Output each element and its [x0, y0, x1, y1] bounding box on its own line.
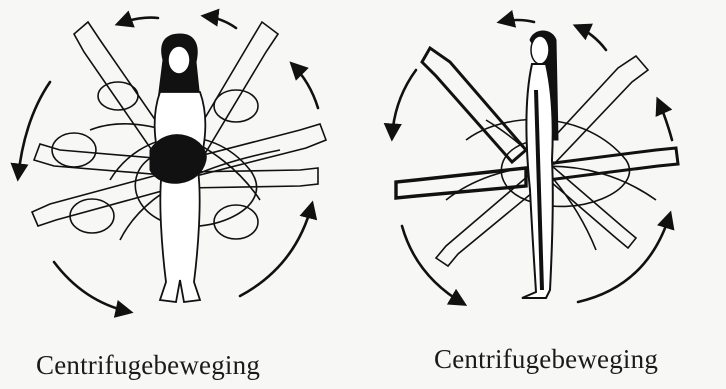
- figure-caption-right: Centrifugebeweging: [434, 344, 658, 375]
- leg-shape: [422, 48, 526, 162]
- rotation-arrow: [658, 100, 672, 140]
- profile-figure-illustration: [366, 0, 726, 340]
- face-medallion: [214, 90, 258, 122]
- frontal-figure-illustration: [0, 0, 360, 340]
- face-medallion: [70, 199, 114, 233]
- figure-caption-left: Centrifugebeweging: [36, 350, 260, 381]
- torso-and-legs: [155, 92, 206, 302]
- rotation-arrow: [54, 262, 130, 312]
- rotation-arrow: [204, 16, 236, 28]
- woman-body: [522, 31, 558, 298]
- rotation-arrow: [392, 70, 416, 138]
- head: [531, 36, 549, 64]
- rotation-arrow: [292, 64, 318, 108]
- head: [168, 46, 190, 74]
- rotation-arrow: [118, 18, 158, 24]
- frontal-figure-svg: [0, 0, 360, 340]
- leg-shape: [546, 148, 678, 180]
- face-medallion: [98, 82, 138, 110]
- rotation-arrow: [576, 26, 606, 50]
- woman-body: [150, 34, 206, 302]
- rotation-arrow: [500, 20, 534, 22]
- profile-figure-svg: [366, 0, 726, 340]
- rotation-arrow: [240, 204, 312, 296]
